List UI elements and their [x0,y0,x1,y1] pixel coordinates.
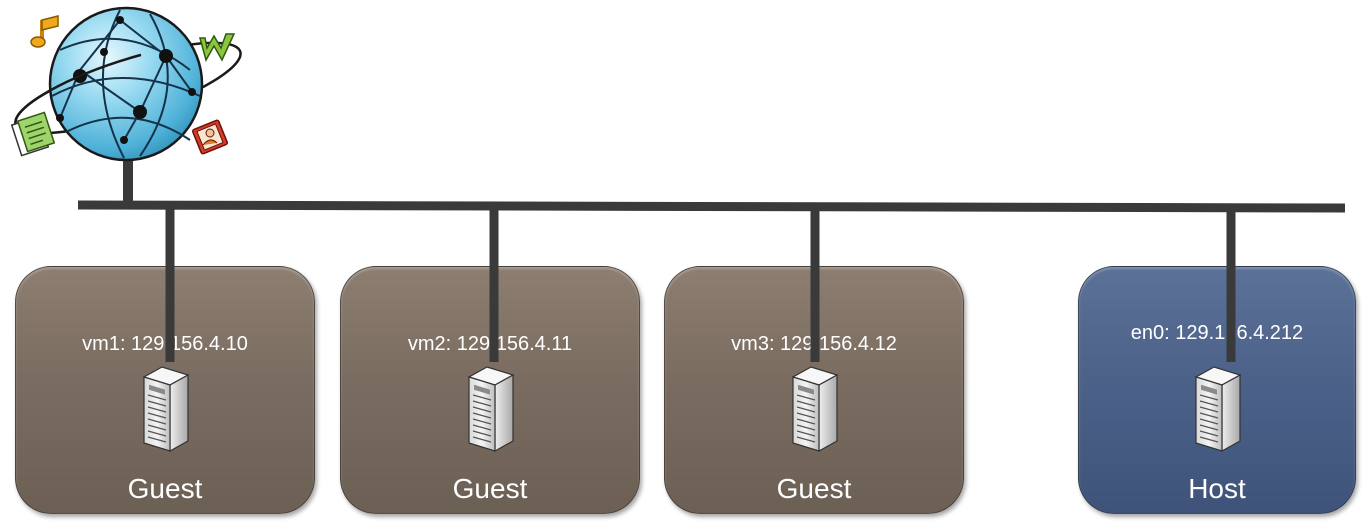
node-role-label: Guest [776,473,852,504]
w-letter-icon [199,33,236,62]
node-ip-label: vm3: 129.156.4.12 [731,333,897,355]
contact-card-icon [192,119,228,155]
server-icon [789,365,841,460]
node-role-label: Host [1188,473,1246,504]
node-role-label: Guest [452,473,528,504]
server-icon [465,365,517,460]
guest-node: vm2: 129.156.4.11 Guest [340,266,640,514]
node-role-label: Guest [127,473,203,504]
node-ip-label: en0: 129.156.4.212 [1130,322,1304,344]
guest-node: vm3: 129.156.4.12 Guest [664,266,964,514]
host-node: en0: 129.156.4.212 Host [1078,266,1356,514]
document-icon [10,111,56,157]
music-note-icon [30,15,59,48]
server-icon [140,365,192,460]
network-bus [77,200,1346,213]
server-icon [1192,365,1244,460]
guest-node: vm1: 129.156.4.10 Guest [15,266,315,514]
node-ip-label: vm1: 129.156.4.10 [82,333,248,355]
node-ip-label: vm2: 129.156.4.11 [407,333,573,355]
